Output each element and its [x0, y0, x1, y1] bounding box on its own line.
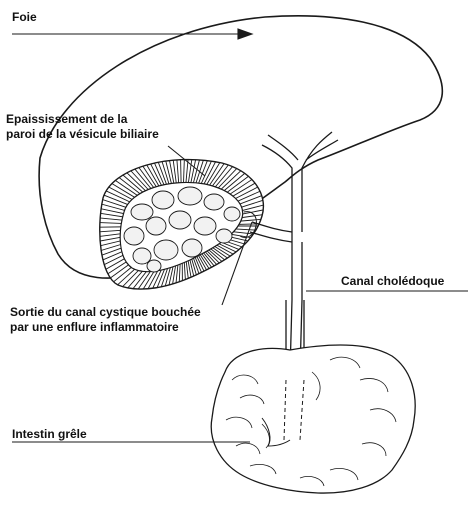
hepatic-ducts	[262, 132, 338, 232]
cystic-duct-label: Sortie du canal cystique bouchée par une…	[10, 305, 201, 335]
intestine-label-text: Intestin grêle	[12, 427, 87, 442]
wall-thickening-line2: paroi de la vésicule biliaire	[6, 127, 159, 142]
intestine-label: Intestin grêle	[12, 427, 87, 442]
bile-duct-label: Canal cholédoque	[341, 274, 444, 289]
cystic-duct-line2: par une enflure inflammatoire	[10, 320, 201, 335]
liver-pointer-arrowhead	[238, 29, 252, 39]
liver-label: Foie	[12, 10, 37, 25]
wall-thickening-line1: Epaississement de la	[6, 112, 159, 127]
liver-label-text: Foie	[12, 10, 37, 25]
wall-thickening-label: Epaississement de la paroi de la vésicul…	[6, 112, 159, 142]
bile-duct-label-text: Canal cholédoque	[341, 274, 444, 289]
intestine-outline	[211, 345, 415, 493]
cystic-duct-line1: Sortie du canal cystique bouchée	[10, 305, 201, 320]
